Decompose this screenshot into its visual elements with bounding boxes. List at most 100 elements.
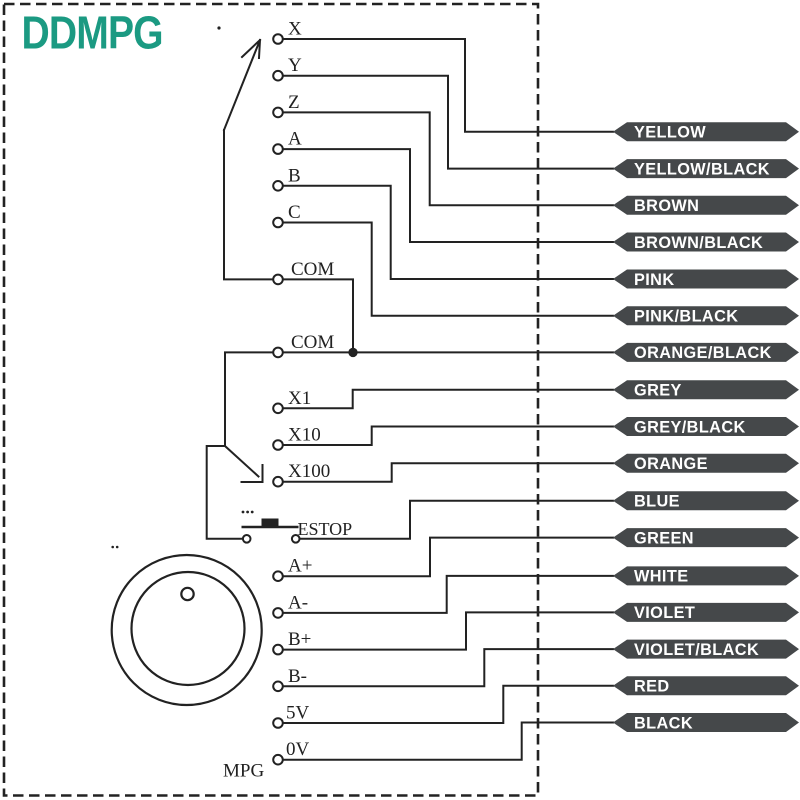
mpg-handwheel [110,553,263,707]
terminal-label-aminus: A- [288,592,308,613]
wire-com2-orangeblack [205,351,614,540]
wire-y-yellowblack [282,74,614,170]
terminal-circle-y [272,69,284,82]
flag-text: GREEN [634,529,694,547]
handwheel-outer-ring [110,553,263,707]
flag-text: GREY/BLACK [634,418,746,436]
terminal-label-bplus: B+ [288,629,311,650]
terminal-label-y: Y [288,55,302,76]
wire-bminus-violetblack [282,648,614,688]
estop-label: ESTOP [298,519,353,539]
terminal-label-x10: X10 [288,425,321,446]
terminal-circle-0v [272,753,284,766]
dot [241,510,245,514]
flag-text: BROWN/BLACK [634,234,763,252]
wire-flag-grey: GREY [613,380,799,400]
wire-bplus-violet [282,611,614,651]
terminal-circle-b [272,180,284,192]
estop-terminal-right [290,534,301,544]
wire-flag-green: GREEN [613,528,799,547]
terminal-circle-x [272,33,284,45]
terminal-label-com2: COM [291,332,334,353]
wire-x10-greyblack [282,425,614,446]
terminal-circle-x1 [272,402,284,415]
terminal-circle-aplus [272,570,284,583]
speck [111,545,114,549]
estop-button-actuator [261,518,279,527]
flag-text: RED [634,678,670,696]
wire-flag-yellow: YELLOW [613,122,799,142]
flag-text: PINK [634,271,675,289]
wire-a-brownblack [282,148,614,243]
terminal-label-x100: X100 [288,461,330,482]
flag-text: YELLOW [634,124,706,142]
terminal-label-aplus: A+ [288,556,312,577]
wire-flag-white: WHITE [613,566,799,586]
terminal-circle-aminus [272,607,284,619]
dot [250,510,254,514]
speck [115,545,119,549]
terminal-label-z: Z [288,92,300,113]
wire-estop-blue [299,499,614,540]
terminal-circle-a [272,143,284,155]
wire-z-brown [282,111,614,207]
terminal-label-bminus: B- [288,666,307,687]
terminal-label-com1: COM [291,259,334,280]
flag-text: WHITE [634,568,688,586]
flag-text: VIOLET [634,604,695,622]
flag-text: ORANGE [634,455,708,473]
wire-aminus-white [282,574,614,614]
wire-flag-black: BLACK [613,713,799,732]
wire-flag-violet: VIOLET [613,602,799,622]
terminal-label-x1: X1 [288,388,311,409]
wire-flag-orange: ORANGE [613,453,799,473]
wire-flag-pink-black: PINK/BLACK [613,306,799,326]
terminal-circle-bminus [272,680,284,693]
wire-c-pinkblack [282,221,614,317]
flag-text: VIOLET/BLACK [634,641,759,659]
axis-selector-arrow [222,38,262,132]
wire-flag-yellow-black: YELLOW/BLACK [613,159,799,178]
com-junction-dot [348,347,358,358]
terminal-circle-x100 [272,475,284,488]
wire-flag-violet-black: VIOLET/BLACK [613,639,799,659]
mpg-label: MPG [223,761,264,782]
estop-terminal-left [241,534,252,544]
wire-com1 [223,129,354,354]
wire-flag-brown-black: BROWN/BLACK [613,232,799,252]
terminal-circle-com2 [272,346,284,359]
terminal-labels: X Y Z A B C COM COM X1 X10 X100 A+ A- B+… [286,19,334,761]
terminal-circle-c [272,216,284,229]
wire-color-flags: YELLOW YELLOW/BLACK BROWN BROWN/BLACK PI… [613,122,799,732]
terminal-label-a: A [288,129,302,150]
terminal-label-0v: 0V [286,739,310,760]
terminal-circle-5v [272,717,284,729]
terminal-circle-x10 [272,439,284,451]
flag-text: ORANGE/BLACK [634,344,772,362]
flag-text: BLUE [634,493,680,511]
handwheel-knob [180,586,195,602]
wire-flag-pink: PINK [613,269,799,289]
terminal-label-x: X [288,19,302,40]
terminal-circle-z [272,106,284,119]
terminal-label-5v: 5V [286,703,310,724]
wire-0v-black [282,721,614,761]
estop-switch-symbol: ESTOP [241,510,353,544]
wire-aplus-green [282,536,614,578]
wire-flag-orange-black: ORANGE/BLACK [613,342,799,362]
wire-x-yellow [282,38,614,133]
wire-x100-orange [282,462,614,483]
speck [217,26,221,30]
flag-text: BROWN [634,197,699,215]
flag-text: GREY [634,382,682,400]
wire-5v-red [282,684,614,724]
wire-flag-grey-black: GREY/BLACK [613,417,799,436]
wire-group [205,38,614,761]
flag-text: YELLOW/BLACK [634,160,770,178]
wire-flag-brown: BROWN [613,195,799,215]
handwheel-inner-dial [130,570,246,687]
terminal-circle-bplus [272,643,284,656]
terminal-circles [272,33,284,766]
wire-x1-grey [282,388,614,410]
